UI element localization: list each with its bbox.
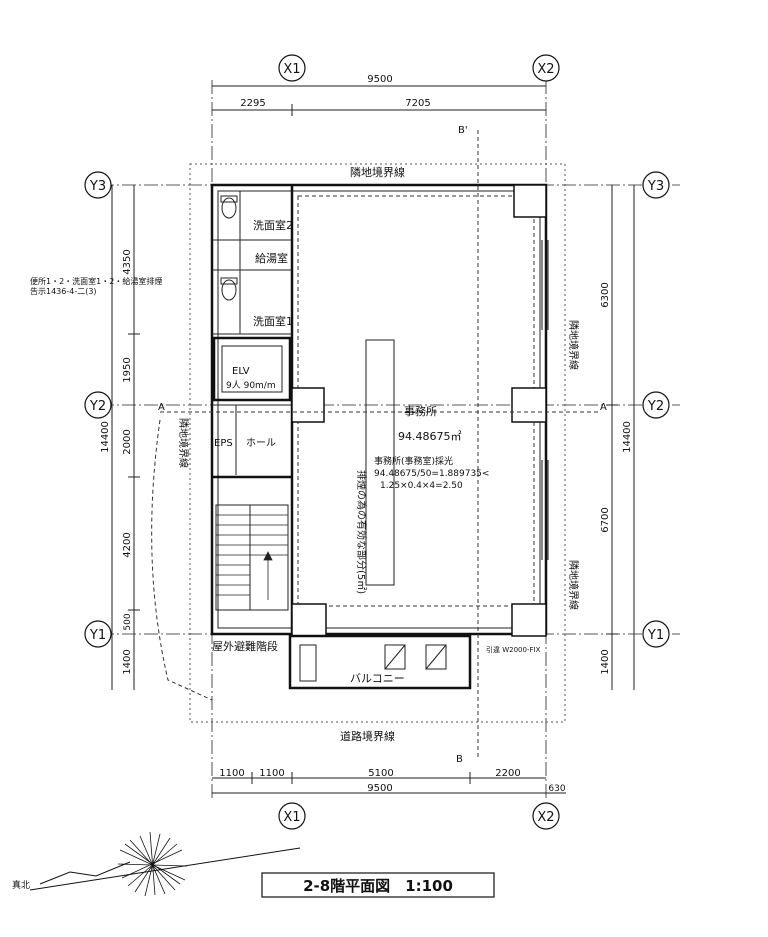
dim-bottom-extra: 630 — [548, 784, 565, 794]
dim-bottom-b: 1100 — [259, 768, 284, 779]
svg-text:X1: X1 — [283, 810, 300, 825]
grid-bubble-x1-top: X1 — [278, 54, 306, 82]
smoke-exhaust-label: 排煙の為の有効な部分(5㎡) — [355, 470, 368, 594]
dim-top-total: 9500 — [367, 74, 392, 85]
toilet-icon — [220, 277, 238, 301]
window-note: 引違 W2000-FIX — [486, 645, 541, 654]
dim-left-500: 500 — [123, 613, 133, 630]
grid-bubble-x2-top: X2 — [532, 54, 560, 82]
section-line-b: B' B — [456, 125, 479, 765]
dim-right-total: 14400 — [622, 421, 633, 453]
svg-text:X1: X1 — [283, 62, 300, 77]
boundary-right-1: 隣地境界線 — [567, 320, 580, 370]
drawing-title: 2-8階平面図 1:100 — [303, 877, 453, 895]
dim-left-4350: 4350 — [122, 249, 133, 274]
outdoor-stair-label: 屋外避難階段 — [212, 639, 278, 653]
north-label: 真北 — [12, 879, 30, 891]
boundary-left: 隣地境界線 — [177, 418, 190, 468]
dimension-bottom: 1100 1100 5100 2200 9500 630 — [212, 768, 566, 794]
svg-text:Y3: Y3 — [89, 179, 106, 194]
svg-text:Y1: Y1 — [647, 628, 664, 643]
svg-text:X2: X2 — [537, 810, 554, 825]
grid-bubble-y1-left: Y1 — [84, 620, 112, 648]
grid-bubble-y3-right: Y3 — [642, 171, 670, 199]
svg-text:Y2: Y2 — [89, 399, 106, 414]
dim-left-4200: 4200 — [122, 532, 133, 557]
section-line-a: A A — [158, 402, 607, 413]
dim-right-1400: 1400 — [600, 649, 611, 674]
grid-bubble-y3-left: Y3 — [84, 171, 112, 199]
dim-top-a: 2295 — [240, 98, 265, 109]
dim-bottom-total: 9500 — [367, 783, 392, 794]
dim-bottom-d: 2200 — [495, 768, 520, 779]
dim-bottom-c: 5100 — [368, 768, 393, 779]
vent-line2: 94.48675/50=1.889735< — [374, 469, 489, 479]
eps-label: EPS — [214, 438, 233, 449]
site-boundary — [189, 163, 566, 723]
dim-left-1400: 1400 — [122, 649, 133, 674]
svg-text:Y1: Y1 — [89, 628, 106, 643]
elv-label: ELV — [232, 366, 250, 377]
svg-text:B': B' — [458, 125, 468, 136]
grid-bubble-y2-left: Y2 — [84, 391, 112, 419]
dim-left-total: 14400 — [100, 421, 111, 453]
note-left-2: 告示1436-4-二(3) — [30, 286, 97, 296]
dim-top-b: 7205 — [405, 98, 430, 109]
dimension-right: 6300 6700 1400 14400 — [600, 185, 635, 690]
balcony — [288, 634, 472, 690]
office-label: 事務所 — [404, 404, 437, 418]
svg-text:X2: X2 — [537, 62, 554, 77]
svg-text:A: A — [158, 402, 165, 413]
washroom-2-label: 洗面室2 — [253, 218, 293, 232]
vent-line3: 1.25×0.4×4=2.50 — [380, 481, 463, 491]
elv-spec-label: 9人 90m/m — [226, 380, 276, 391]
grid-bubble-y1-right: Y1 — [642, 620, 670, 648]
escape-route-arc — [151, 419, 213, 701]
windows-right — [541, 240, 549, 560]
office-area-label: 94.48675㎡ — [398, 430, 462, 443]
room-labels: 隣地境界線 洗面室2 給湯室 洗面室1 ELV 9人 90m/m EPS ホール… — [30, 165, 580, 743]
dimension-left: 14400 4350 1950 2000 4200 500 1400 — [100, 185, 140, 690]
dim-right-6700: 6700 — [600, 507, 611, 532]
svg-text:Y2: Y2 — [647, 399, 664, 414]
balcony-label: バルコニー — [350, 672, 405, 685]
svg-text:B: B — [456, 754, 463, 765]
grid-bubble-y2-right: Y2 — [642, 391, 670, 419]
dim-left-1950: 1950 — [122, 357, 133, 382]
boundary-top-label: 隣地境界線 — [350, 165, 405, 179]
north-arrow: 真北 — [12, 831, 301, 897]
svg-text:Y3: Y3 — [647, 179, 664, 194]
dimension-top: 9500 2295 7205 — [212, 74, 546, 116]
hall-label: ホール — [246, 437, 276, 449]
dim-right-6300: 6300 — [600, 282, 611, 307]
stair-treads — [216, 514, 288, 600]
grid-bubble-x1-bottom: X1 — [278, 802, 306, 830]
vent-line1: 事務所(事務室)採光 — [374, 455, 453, 467]
dim-bottom-a: 1100 — [219, 768, 244, 779]
kitchenette-label: 給湯室 — [255, 251, 288, 265]
dim-left-2000: 2000 — [122, 429, 133, 454]
toilet-icon — [220, 195, 238, 219]
grid-bubble-x2-bottom: X2 — [532, 802, 560, 830]
note-left: 便所1・2・洗面室1・2・給湯室排煙 — [30, 276, 162, 286]
boundary-right-2: 隣地境界線 — [567, 560, 580, 610]
title-box: 2-8階平面図 1:100 — [261, 872, 495, 898]
structural-columns — [291, 184, 547, 637]
svg-text:A: A — [600, 402, 607, 413]
road-boundary-label: 道路境界線 — [340, 729, 395, 743]
washroom-1-label: 洗面室1 — [253, 314, 293, 328]
